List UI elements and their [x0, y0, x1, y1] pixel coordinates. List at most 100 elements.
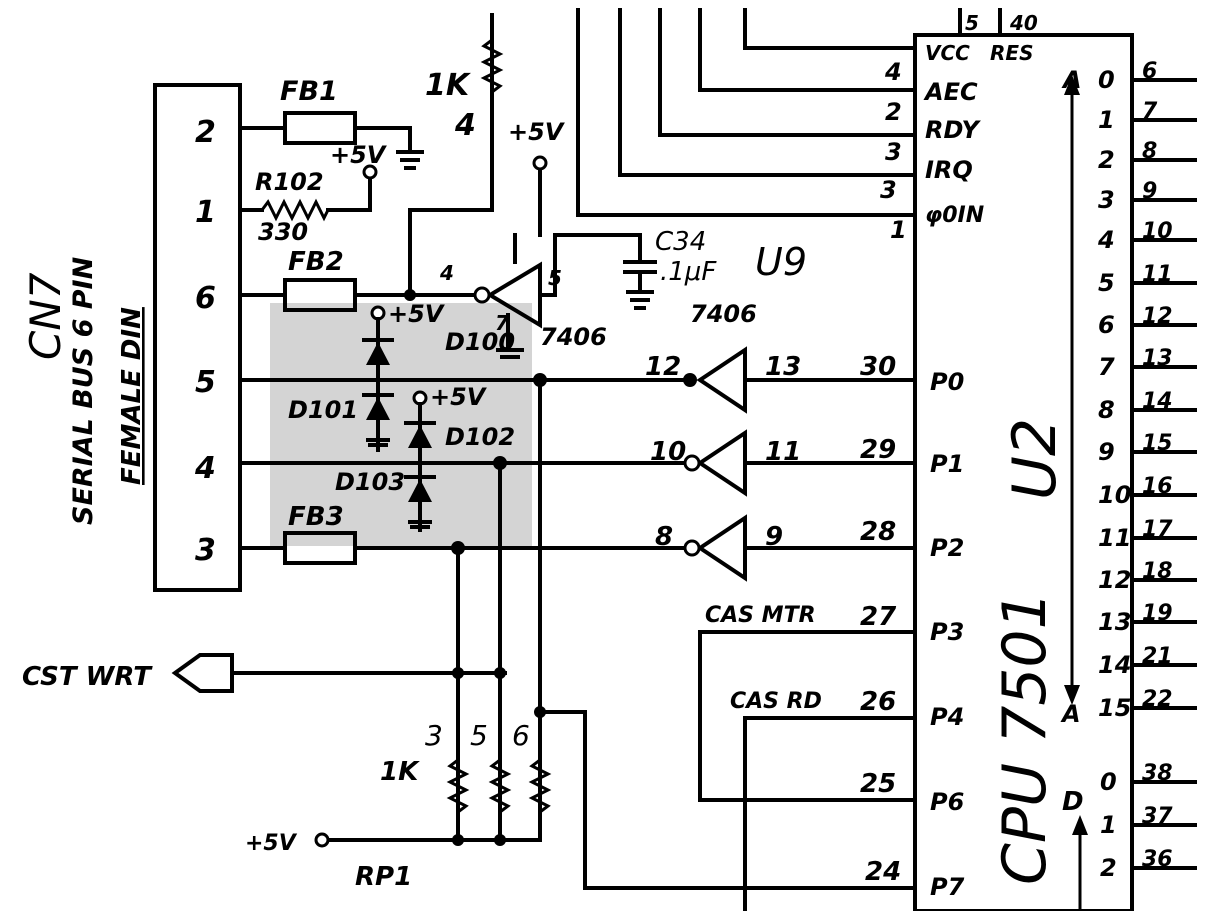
wires — [230, 8, 1197, 911]
connector-description: SERIAL BUS 6 PIN — [68, 256, 99, 525]
label-5v: +5V — [388, 300, 446, 328]
cpu-port-name: P4 — [930, 703, 964, 731]
address-bit-label: 14 — [1098, 651, 1131, 679]
cpu-pin-name: φ0IN — [925, 203, 984, 228]
c34-value: .1μF — [660, 257, 717, 287]
address-bit-label: 13 — [1098, 608, 1131, 636]
data-prefix-label: D — [1062, 787, 1084, 817]
cpu-port-num: 25 — [860, 769, 896, 799]
cpu-port-name: P1 — [930, 450, 964, 478]
address-pin-number: 6 — [1142, 59, 1157, 84]
address-pin-number: 10 — [1142, 219, 1173, 244]
cpu-port-num: 24 — [865, 857, 901, 887]
connector-pin-label: 4 — [194, 451, 216, 486]
rp1-pin: 5 — [470, 719, 488, 752]
cpu-port-num: 27 — [860, 602, 897, 632]
connector-pin-label: 1 — [195, 195, 216, 230]
address-pin-number: 16 — [1142, 474, 1173, 499]
cpu-top-pin: 40 — [1009, 11, 1038, 35]
label-5v: +5V — [430, 383, 488, 411]
address-prefix-label: A — [1061, 66, 1082, 94]
address-bit-label: 1 — [1098, 106, 1115, 134]
connector-pin-label: 2 — [195, 115, 216, 150]
diodes — [362, 317, 436, 532]
cas-rd-label: CAS RD — [730, 689, 822, 714]
cpu-port-name: P0 — [930, 368, 964, 396]
cpu-control-pins: 5 40 4 VCC RES 2 AEC 3 RDY 3 IRQ 1 φ0IN — [880, 11, 1038, 244]
cpu-pin-name: VCC — [925, 41, 970, 65]
fb2-label: FB2 — [288, 247, 344, 277]
connector-pin-label: 6 — [195, 281, 216, 316]
cas-mtr-label: CAS MTR — [705, 603, 816, 628]
cpu-port-pins: 30 P0 29 P1 28 P2 27 P3 26 P4 25 P6 24 P… — [860, 352, 965, 901]
cpu-pin-num: 4 — [884, 58, 902, 86]
address-bit-label: 15 — [1098, 694, 1131, 722]
gate-pin: 8 — [655, 522, 673, 552]
cpu-port-num: 29 — [860, 435, 896, 465]
address-pin-number: 17 — [1142, 517, 1173, 542]
cpu-name: CPU 7501 — [990, 591, 1060, 885]
cpu-port-name: P3 — [930, 618, 964, 646]
cpu-port-num: 30 — [860, 352, 896, 382]
fb3-label: FB3 — [288, 502, 344, 532]
c34-label: C34 — [655, 227, 706, 257]
connector-cn7: CN7 SERIAL BUS 6 PIN FEMALE DIN 2 1 6 5 … — [21, 83, 242, 592]
cpu-pin-name: RES — [990, 41, 1033, 65]
data-pin-number: 37 — [1142, 804, 1173, 829]
u9-pin: 7 — [495, 311, 509, 335]
u9-type: 7406 — [540, 323, 607, 351]
r102-value: 330 — [258, 218, 308, 246]
connector-body — [153, 83, 242, 592]
rp1-value: 1K — [380, 757, 420, 787]
data-pin-number: 38 — [1142, 761, 1173, 786]
data-pin-number: 36 — [1142, 847, 1173, 872]
address-prefix-label: A — [1060, 700, 1081, 728]
address-pin-number: 7 — [1142, 99, 1158, 124]
connector-type: FEMALE DIN — [117, 307, 147, 485]
label-5v: +5V — [330, 141, 388, 169]
label-5v: +5V — [508, 118, 566, 146]
rp1-pin: 6 — [512, 719, 530, 752]
address-pin-number: 9 — [1142, 179, 1157, 204]
address-bit-label: 9 — [1098, 438, 1115, 466]
cpu-pin-name: RDY — [925, 116, 982, 144]
diode-shaded-area — [270, 303, 532, 546]
cpu-pin-num: 3 — [880, 176, 897, 204]
resistor-1k-pin: 4 — [454, 108, 476, 143]
cpu-ref: U2 — [1000, 418, 1070, 500]
address-pin-number: 14 — [1142, 389, 1173, 414]
connector-pin-label: 3 — [195, 533, 216, 568]
u9-pin: 4 — [439, 261, 454, 285]
cpu-port-name: P7 — [930, 873, 965, 901]
address-pin-number: 15 — [1142, 431, 1173, 456]
power-terminals — [314, 155, 548, 848]
address-bit-label: 8 — [1098, 396, 1115, 424]
u9-label: U9 — [755, 240, 807, 284]
d102-label: D102 — [445, 423, 515, 451]
address-pin-number: 22 — [1142, 687, 1173, 712]
d103-label: D103 — [335, 468, 405, 496]
cpu-address-pins: A A D 0123456789101112131415678910111213… — [1060, 59, 1173, 882]
address-bit-label: 12 — [1098, 566, 1131, 594]
address-bit-label: 7 — [1098, 353, 1115, 381]
resistor-1k-label: 1K — [425, 68, 472, 103]
cpu-port-num: 28 — [860, 517, 896, 547]
address-pin-number: 8 — [1142, 139, 1157, 164]
cpu-port-num: 26 — [860, 687, 896, 717]
cpu-u2: U2 CPU 7501 — [913, 33, 1134, 911]
cpu-top-pin: 5 — [965, 11, 979, 35]
label-5v-input: +5V — [245, 831, 298, 856]
address-bit-label: 4 — [1097, 226, 1115, 254]
inverter-u9-top — [473, 261, 542, 329]
gate-pin: 12 — [645, 352, 681, 382]
r102-label: R102 — [255, 168, 324, 196]
cst-wrt-label: CST WRT — [22, 662, 153, 692]
rp1-pin: 3 — [425, 719, 443, 752]
r102-resistor — [260, 198, 330, 222]
address-pin-number: 13 — [1142, 346, 1173, 371]
junction-dots — [404, 289, 697, 846]
u9-pin: 5 — [548, 266, 562, 290]
cpu-port-name: P2 — [930, 534, 964, 562]
inverter-gate-2 — [683, 429, 747, 497]
cpu-pin-name: IRQ — [925, 156, 973, 184]
